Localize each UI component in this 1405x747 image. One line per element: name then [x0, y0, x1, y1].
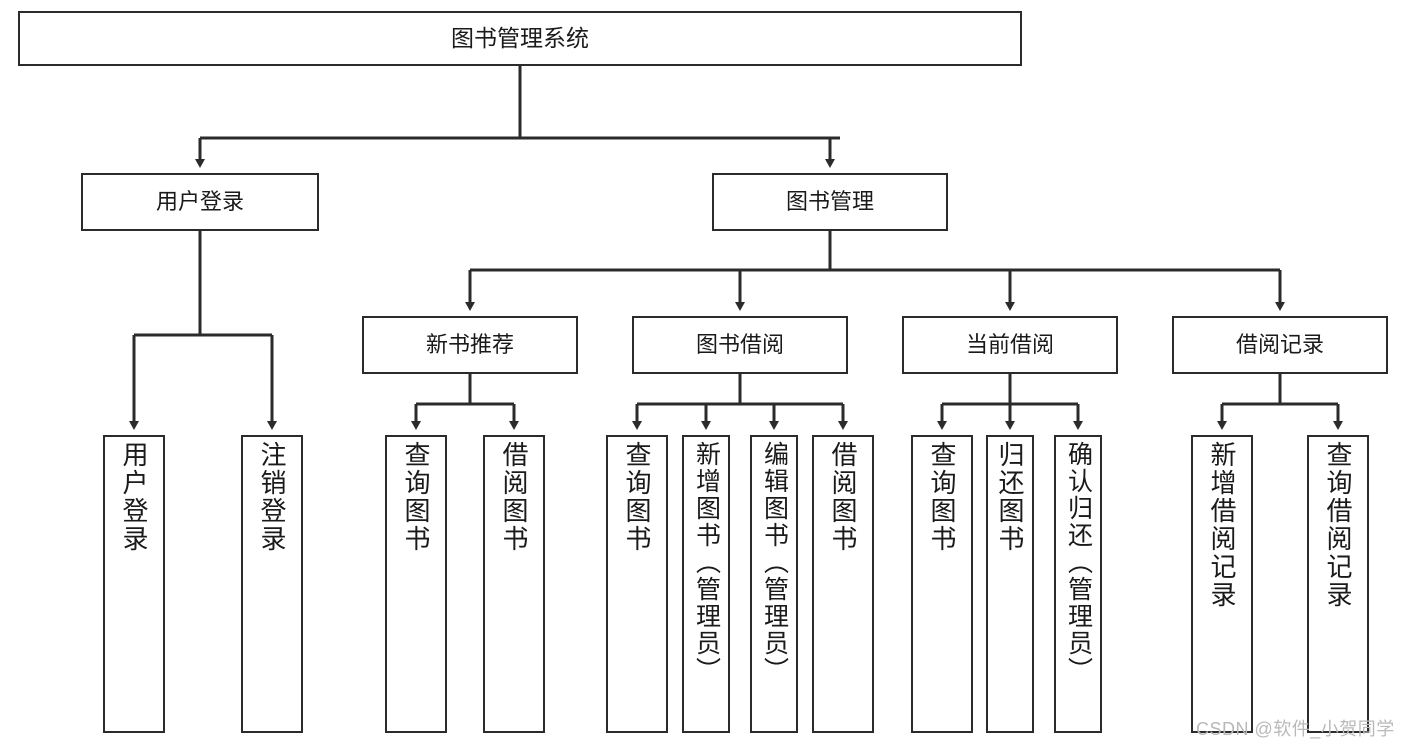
node-label: 查询图书 [401, 441, 431, 553]
node-label: 编辑图书（管理员） [760, 441, 789, 684]
node-label: 查询借阅记录 [1323, 441, 1353, 609]
node-label: 注销登录 [257, 441, 287, 553]
node-new-book-recommendation[interactable]: 新书推荐 [362, 316, 578, 374]
node-label: 归还图书 [995, 441, 1025, 553]
node-user-login[interactable]: 用户登录 [81, 173, 319, 231]
node-label: 查询图书 [927, 441, 957, 553]
leaf-return-book[interactable]: 归还图书 [986, 435, 1034, 733]
node-label: 用户登录 [155, 188, 244, 214]
node-label: 图书借阅 [695, 331, 784, 357]
leaf-query-book-borrow[interactable]: 查询图书 [606, 435, 668, 733]
node-label: 新增图书（管理员） [692, 441, 721, 684]
leaf-query-book-recommendation[interactable]: 查询图书 [385, 435, 447, 733]
leaf-borrow-book-recommendation[interactable]: 借阅图书 [483, 435, 545, 733]
node-current-borrow[interactable]: 当前借阅 [902, 316, 1118, 374]
node-label: 图书管理 [785, 188, 874, 214]
node-label: 确认归还（管理员） [1064, 441, 1093, 684]
csdn-watermark: CSDN @软件_小贺同学 [1196, 719, 1395, 739]
node-label: 借阅图书 [499, 441, 529, 553]
leaf-query-borrow-record[interactable]: 查询借阅记录 [1307, 435, 1369, 733]
node-label: 图书管理系统 [451, 24, 589, 51]
leaf-user-login[interactable]: 用户登录 [103, 435, 165, 733]
node-book-borrow[interactable]: 图书借阅 [632, 316, 848, 374]
node-label: 当前借阅 [965, 331, 1054, 357]
node-label: 新书推荐 [425, 331, 514, 357]
leaf-query-book-current[interactable]: 查询图书 [911, 435, 973, 733]
node-borrow-record[interactable]: 借阅记录 [1172, 316, 1388, 374]
leaf-edit-book-admin[interactable]: 编辑图书（管理员） [750, 435, 798, 733]
node-book-manage[interactable]: 图书管理 [712, 173, 948, 231]
node-label: 新增借阅记录 [1207, 441, 1237, 609]
node-root-book-management-system[interactable]: 图书管理系统 [18, 11, 1022, 66]
node-label: 借阅记录 [1235, 331, 1324, 357]
leaf-borrow-book[interactable]: 借阅图书 [812, 435, 874, 733]
leaf-logout-login[interactable]: 注销登录 [241, 435, 303, 733]
node-label: 借阅图书 [828, 441, 858, 553]
node-label: 查询图书 [622, 441, 652, 553]
node-label: 用户登录 [119, 441, 149, 553]
leaf-add-book-admin[interactable]: 新增图书（管理员） [682, 435, 730, 733]
leaf-confirm-return-admin[interactable]: 确认归还（管理员） [1054, 435, 1102, 733]
leaf-add-borrow-record[interactable]: 新增借阅记录 [1191, 435, 1253, 733]
